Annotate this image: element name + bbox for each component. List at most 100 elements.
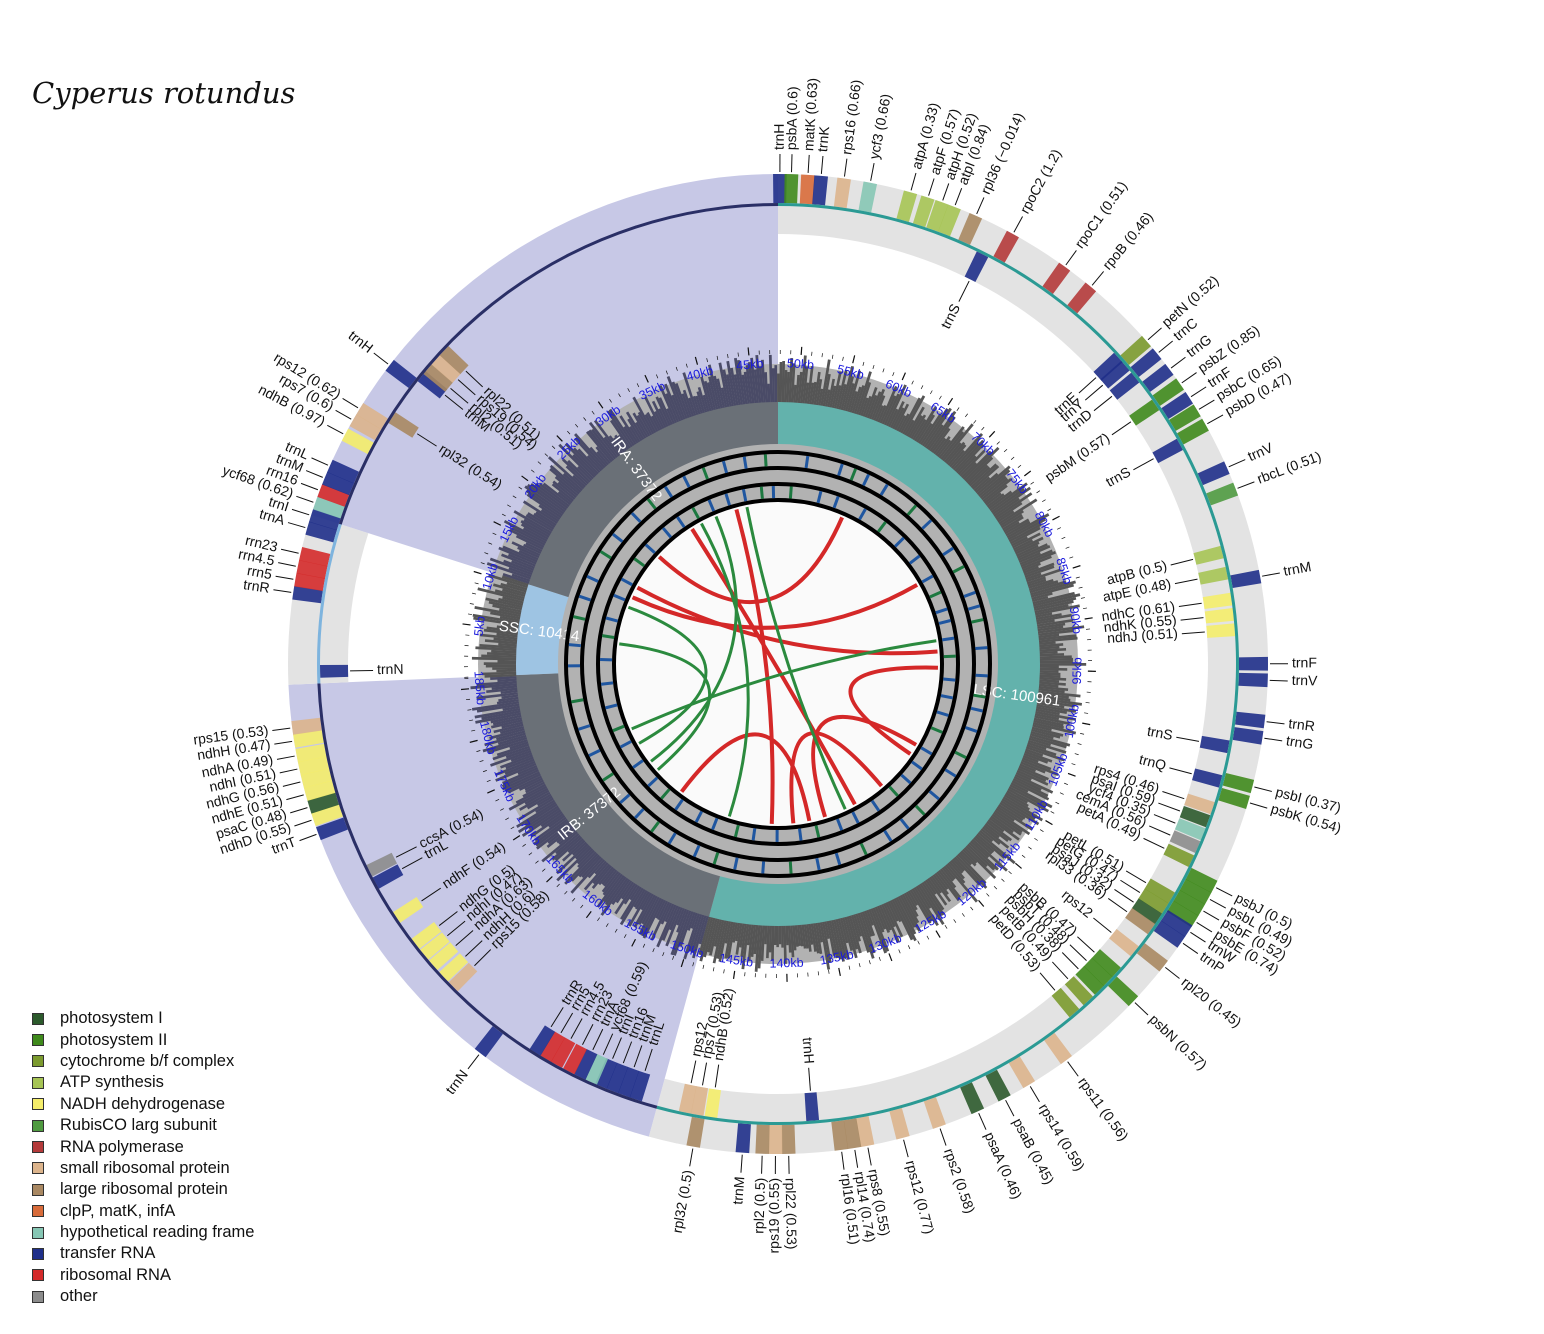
legend-swatch bbox=[32, 1162, 44, 1175]
tick-label: 95kb bbox=[1070, 657, 1085, 684]
legend-swatch bbox=[32, 1247, 44, 1260]
gene-label: trnV bbox=[1291, 672, 1318, 689]
gene-block bbox=[313, 496, 345, 519]
repeat-link bbox=[636, 585, 938, 656]
gene-block bbox=[768, 1124, 783, 1154]
gene-block bbox=[799, 174, 815, 205]
gene-block bbox=[1174, 818, 1206, 841]
gene-label: rrn5 bbox=[246, 562, 273, 582]
gene-block bbox=[855, 1116, 875, 1147]
gene-label: trnS bbox=[1103, 464, 1133, 490]
gene-block bbox=[629, 1070, 651, 1102]
gene-block bbox=[585, 1054, 608, 1085]
legend-item: ribosomal RNA bbox=[32, 1265, 254, 1286]
gene-block bbox=[292, 585, 323, 604]
species-title: Cyperus rotundus bbox=[32, 76, 296, 110]
gene-block bbox=[1107, 976, 1139, 1007]
gene-block bbox=[1091, 949, 1121, 978]
gene-block bbox=[1044, 1032, 1072, 1065]
gene-block bbox=[411, 922, 442, 949]
gene-block bbox=[420, 932, 450, 960]
gene-block bbox=[618, 1066, 640, 1098]
gene-label: rps12 bbox=[688, 1020, 711, 1058]
legend-item: NADH dehydrogenase bbox=[32, 1094, 254, 1115]
gene-block bbox=[372, 864, 404, 889]
gene-block bbox=[439, 345, 469, 375]
legend-label: photosystem I bbox=[60, 1009, 163, 1028]
legend-swatch bbox=[32, 1269, 44, 1282]
repeat-link bbox=[734, 508, 775, 824]
gene-block bbox=[574, 1049, 598, 1080]
repeat-link bbox=[700, 522, 750, 817]
gene-block bbox=[843, 1118, 862, 1150]
gene-block bbox=[1173, 889, 1206, 916]
gene-label: trnM bbox=[729, 1176, 747, 1205]
gene-block bbox=[563, 1043, 587, 1075]
gene-block bbox=[1218, 788, 1250, 809]
legend-label: hypothetical reading frame bbox=[60, 1223, 255, 1242]
gene-block bbox=[1230, 569, 1262, 589]
gene-block bbox=[315, 817, 348, 841]
gene-block bbox=[1100, 360, 1130, 389]
gene-block bbox=[1067, 282, 1097, 314]
gene-block bbox=[1179, 806, 1211, 828]
gene-block bbox=[1109, 372, 1140, 400]
legend-swatch bbox=[32, 1290, 44, 1303]
legend-swatch bbox=[32, 1205, 44, 1218]
repeat-link bbox=[650, 515, 738, 763]
gene-block bbox=[327, 459, 359, 484]
gene-block bbox=[1064, 976, 1093, 1006]
legend-label: cytochrome b/f complex bbox=[60, 1051, 235, 1070]
legend-swatch bbox=[32, 1055, 44, 1068]
gene-block bbox=[311, 804, 343, 827]
gene-block bbox=[686, 1116, 705, 1148]
gene-block bbox=[529, 1025, 556, 1056]
gene-block bbox=[960, 1082, 985, 1115]
gene-block bbox=[1153, 920, 1186, 948]
gene-block bbox=[781, 1124, 796, 1154]
gene-label: rps16 (0.66) bbox=[838, 79, 864, 156]
repeat-link bbox=[627, 605, 708, 745]
tick-label: 55kb bbox=[836, 362, 866, 382]
gene-block bbox=[428, 942, 459, 971]
tick-label: 185kb bbox=[471, 670, 488, 705]
tick-label: 5kb bbox=[471, 615, 487, 637]
legend-label: photosystem II bbox=[60, 1030, 168, 1049]
gene-block bbox=[1152, 378, 1185, 406]
repeat-link bbox=[745, 506, 847, 810]
repeat-link bbox=[811, 715, 918, 818]
gene-label: rpl20 (0.45) bbox=[1178, 974, 1244, 1031]
gene-block bbox=[833, 177, 851, 209]
gene-block bbox=[606, 1062, 629, 1094]
gene-block bbox=[431, 354, 461, 383]
legend-label: small ribosomal protein bbox=[60, 1158, 230, 1177]
repeat-link bbox=[657, 516, 844, 605]
gene-block bbox=[303, 780, 336, 801]
repeat-link bbox=[619, 642, 712, 771]
repeat-link bbox=[680, 732, 812, 822]
gene-block bbox=[678, 1083, 697, 1114]
gene-block bbox=[293, 730, 324, 748]
gene-block bbox=[366, 852, 398, 877]
gene-label: rps11 (0.56) bbox=[1075, 1074, 1132, 1144]
gene-block bbox=[1130, 348, 1162, 378]
legend-item: hypothetical reading frame bbox=[32, 1222, 254, 1243]
gene-label: trnA bbox=[258, 505, 288, 528]
gene-block bbox=[1129, 399, 1160, 426]
legend-swatch bbox=[32, 1119, 44, 1132]
region-shade-ir bbox=[288, 675, 707, 1137]
legend-swatch bbox=[32, 1098, 44, 1111]
gene-label: trnN bbox=[442, 1066, 471, 1097]
gene-block bbox=[1179, 878, 1212, 905]
tick-label: 140kb bbox=[769, 956, 803, 971]
gene-block bbox=[1093, 352, 1123, 381]
legend-label: RNA polymerase bbox=[60, 1137, 184, 1156]
tick-label: 135kb bbox=[819, 947, 855, 967]
gene-block bbox=[1131, 898, 1163, 925]
legend-label: RubisCO larg subunit bbox=[60, 1116, 217, 1135]
gene-label: rps2 (0.58) bbox=[941, 1146, 978, 1215]
legend-swatch bbox=[32, 1076, 44, 1089]
repeat-link bbox=[848, 665, 939, 756]
gene-block bbox=[1206, 482, 1239, 506]
